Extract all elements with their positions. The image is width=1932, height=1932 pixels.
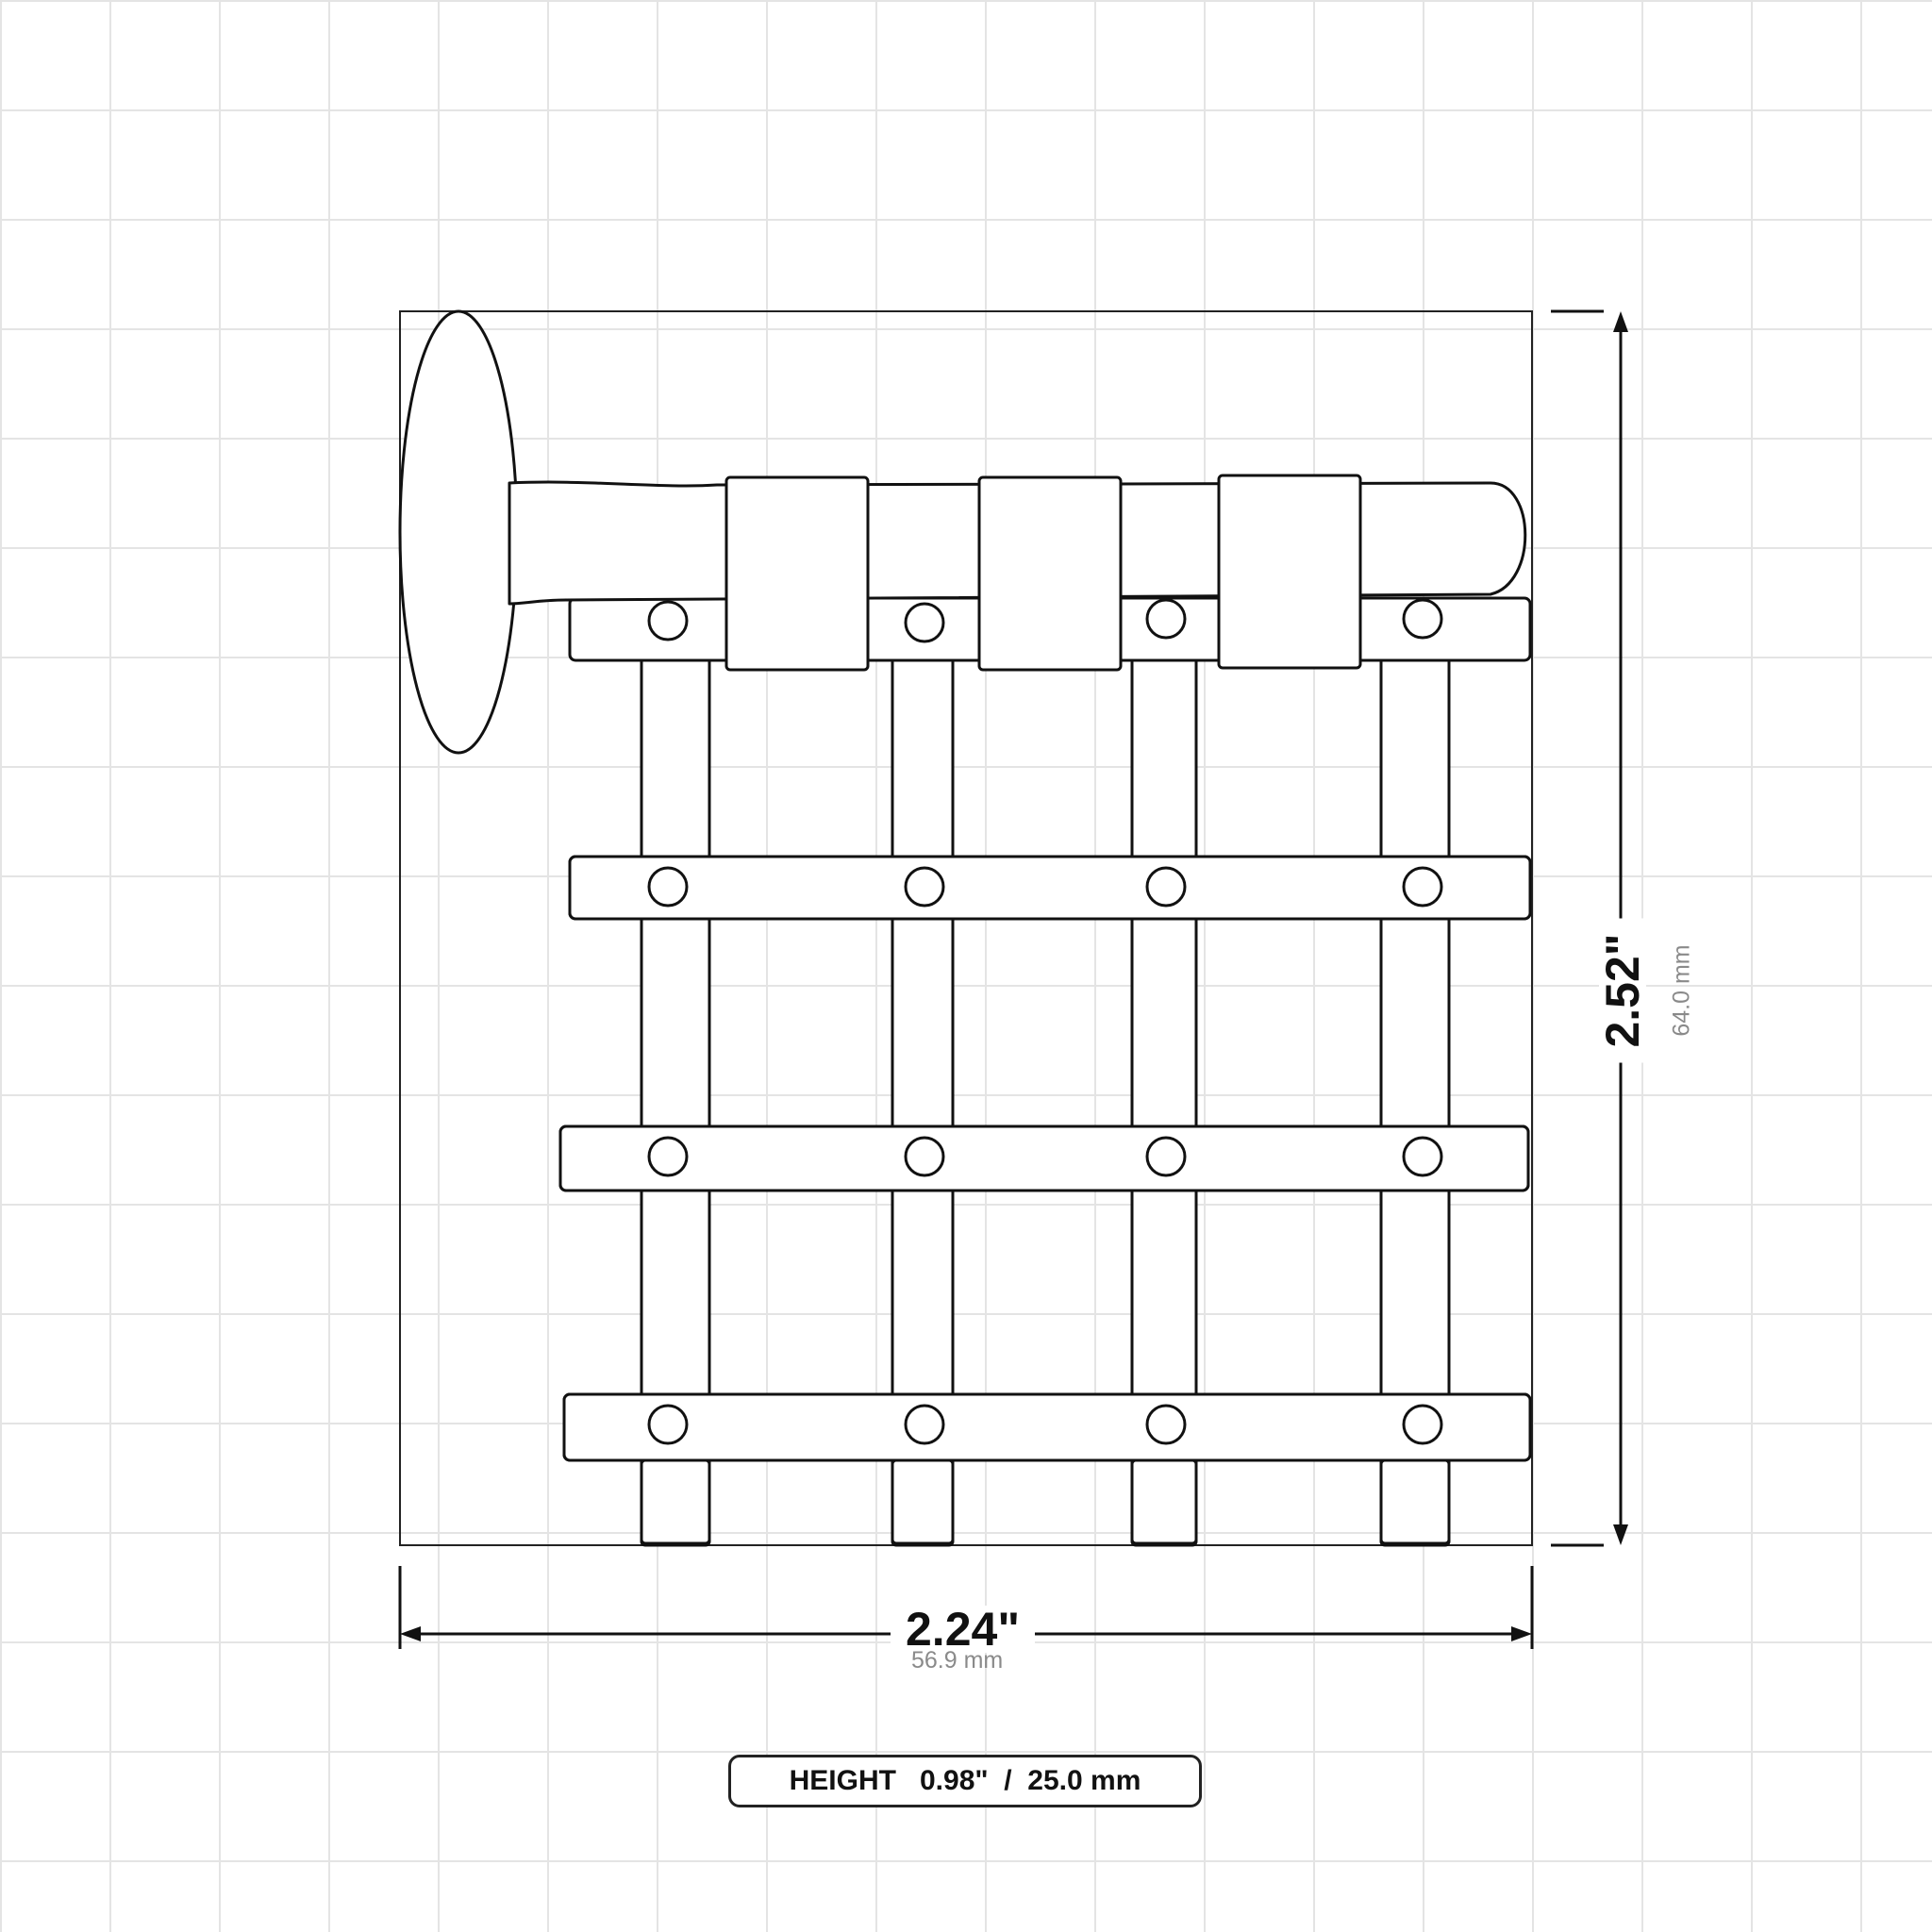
height-badge-separator: / [1004, 1765, 1012, 1796]
sleeve-3 [1217, 474, 1362, 670]
rivets [647, 598, 1443, 1445]
depth-mm-label: 64.0 mm [1668, 944, 1695, 1037]
width-inches-label: 2.24" [891, 1606, 1036, 1653]
height-badge-label: HEIGHT [789, 1765, 896, 1796]
sleeve-2 [977, 475, 1123, 672]
height-badge: HEIGHT 0.98" / 25.0 mm [728, 1755, 1202, 1807]
depth-inches-label: 2.52" [1596, 918, 1649, 1063]
toggle-disc [398, 309, 519, 755]
grid-clip-drawing [398, 309, 1532, 1547]
width-mm-label: 56.9 mm [911, 1647, 1004, 1674]
object-bounding-box [399, 310, 1533, 1546]
height-badge-inches: 0.98" [919, 1765, 989, 1796]
height-badge-mm: 25.0 mm [1027, 1765, 1141, 1796]
sleeve-1 [724, 475, 870, 672]
